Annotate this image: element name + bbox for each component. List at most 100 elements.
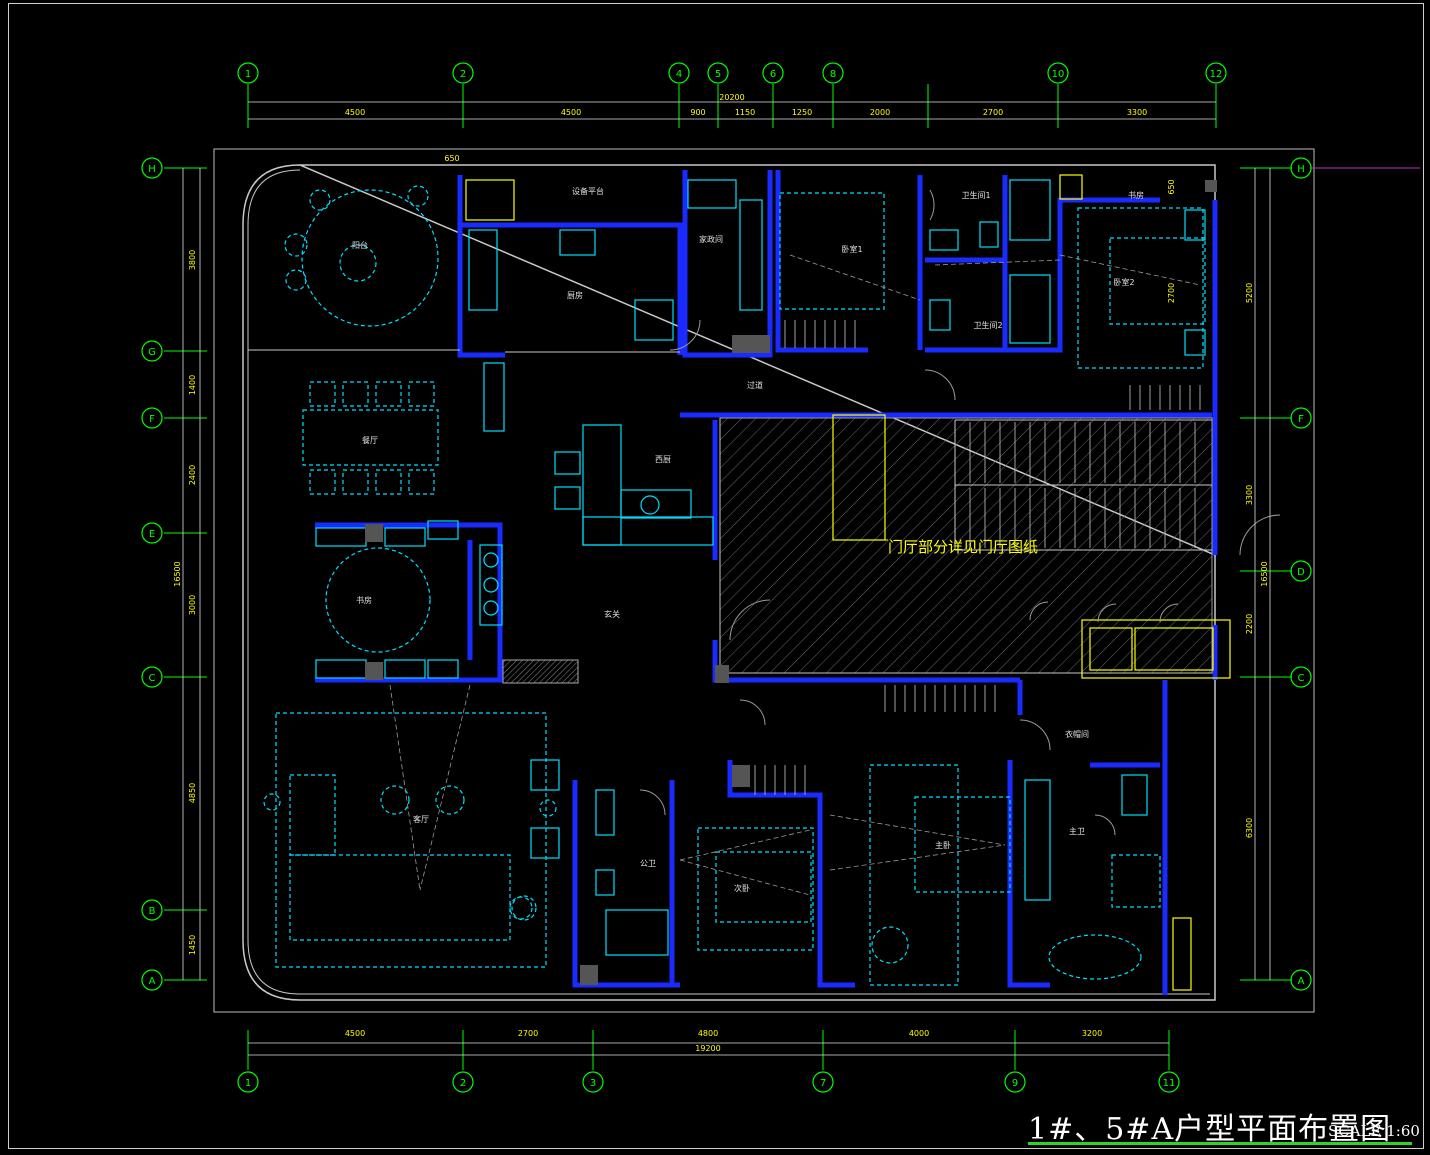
axis-bottom-3: 3 <box>590 1078 596 1089</box>
room-public-bath: 公卫 <box>640 859 656 868</box>
partitions <box>248 349 1212 674</box>
dim-650: 650 <box>444 154 459 163</box>
axis-top-5: 5 <box>715 69 721 80</box>
axis-left-c: C <box>149 673 156 684</box>
axis-bottom-7: 7 <box>820 1078 826 1089</box>
dim-left-3: 3000 <box>188 595 197 615</box>
room-labels: 阳台 设备平台 厨房 家政间 卧室1 卫生间1 卫生间2 书房 卧室2 过道 餐… <box>352 186 1144 893</box>
dim-top-0: 4500 <box>345 108 365 117</box>
dim-top-total: 20200 <box>719 93 744 102</box>
room-study: 书房 <box>1128 190 1144 200</box>
dim-right-0: 5200 <box>1245 283 1254 303</box>
dim-bottom-3: 4000 <box>909 1029 929 1038</box>
dimension-texts: 20200 4500 4500 900 1150 1250 2000 2700 … <box>345 93 1147 1053</box>
axis-right-h: H <box>1297 164 1305 175</box>
walls <box>315 170 1218 995</box>
axis-right-d: D <box>1297 567 1305 578</box>
exterior-wall-inner <box>247 169 1210 995</box>
dimension-texts-vertical: 3800 1400 2400 3000 4850 1450 16500 5200… <box>173 179 1269 955</box>
room-laundry: 家政间 <box>699 234 723 244</box>
axis-right-a: A <box>1298 976 1305 987</box>
dim-right-total: 16500 <box>1260 561 1269 586</box>
dim-left-4: 4850 <box>188 783 197 803</box>
dim-top-4: 1250 <box>792 108 812 117</box>
room-corridor: 过道 <box>747 380 763 390</box>
dim-bottom-1: 2700 <box>518 1029 538 1038</box>
room-second-bed: 次卧 <box>734 883 750 893</box>
dim-top-6: 2700 <box>983 108 1003 117</box>
sheet-outline <box>213 148 1315 1013</box>
axis-left-g: G <box>148 347 156 358</box>
dim-left-5: 1450 <box>188 935 197 955</box>
sightlines <box>389 254 1201 896</box>
axis-bottom-2: 2 <box>460 1078 466 1089</box>
axis-left-h: H <box>148 164 156 175</box>
axis-top-2: 2 <box>460 69 466 80</box>
axis-left-f: F <box>149 414 155 425</box>
room-foyer: 玄关 <box>604 609 620 619</box>
room-bedroom1: 卧室1 <box>841 244 862 254</box>
axis-bottom-1: 1 <box>245 1078 251 1089</box>
room-bath2: 卫生间2 <box>973 320 1002 330</box>
yellow-fixtures <box>465 174 1231 991</box>
dim-right-650: 650 <box>1167 179 1176 194</box>
dim-top-2: 900 <box>690 108 705 117</box>
title-underline <box>1028 1142 1412 1145</box>
foyer-note: 门厅部分详见门厅图纸 <box>888 538 1038 556</box>
stairs <box>754 320 1201 795</box>
dim-left-total: 16500 <box>173 561 182 586</box>
dim-left-2: 2400 <box>188 465 197 485</box>
dim-top-7: 3300 <box>1127 108 1147 117</box>
axis-bubbles <box>141 62 1312 1093</box>
dim-bottom-total: 19200 <box>695 1044 720 1053</box>
room-balcony: 阳台 <box>352 240 368 250</box>
axis-right-f: F <box>1298 414 1304 425</box>
drawing-border <box>8 3 1424 1149</box>
drawing-title: 1#、5#A户型平面布置图 <box>1028 1112 1392 1147</box>
room-equipment-platform: 设备平台 <box>572 186 604 196</box>
room-bath1: 卫生间1 <box>961 190 990 200</box>
room-master-bath: 主卫 <box>1069 826 1085 836</box>
title-block: 1#、5#A户型平面布置图 SCALE 1:60 <box>1028 1104 1420 1150</box>
axis-top-6: 6 <box>770 69 776 80</box>
axis-bottom-11: 11 <box>1163 1078 1176 1089</box>
axis-top-12: 12 <box>1210 69 1223 80</box>
doors <box>639 189 1281 836</box>
axis-right-c: C <box>1298 673 1305 684</box>
room-living: 客厅 <box>413 814 429 824</box>
room-closet: 衣帽间 <box>1065 729 1089 739</box>
room-den: 书房 <box>356 595 372 605</box>
dim-right-2: 2200 <box>1245 614 1254 634</box>
dim-top-1: 4500 <box>561 108 581 117</box>
dim-bottom-2: 4800 <box>698 1029 718 1038</box>
dimension-lines <box>182 101 1271 1056</box>
dim-right-3: 6300 <box>1245 818 1254 838</box>
axis-top-4: 4 <box>676 69 682 80</box>
room-western-kitchen: 西厨 <box>655 455 671 464</box>
room-dining: 餐厅 <box>362 436 378 445</box>
drawing-scale: SCALE 1:60 <box>1328 1122 1420 1140</box>
axis-labels: 1 2 4 5 6 8 10 12 1 2 3 7 9 11 H G F E C… <box>148 69 1305 1089</box>
foyer-hatch <box>719 417 1213 674</box>
wall-hatch <box>502 659 579 684</box>
axis-top-8: 8 <box>830 69 836 80</box>
dim-right-1: 3300 <box>1245 485 1254 505</box>
dim-left-1: 1400 <box>188 375 197 395</box>
fixtures <box>315 179 1206 956</box>
dim-right-2700: 2700 <box>1167 283 1176 303</box>
columns <box>365 180 1217 985</box>
dim-bottom-4: 3200 <box>1082 1029 1102 1038</box>
axis-bottom-9: 9 <box>1012 1078 1018 1089</box>
furniture <box>263 185 1206 986</box>
axis-left-a: A <box>149 976 156 987</box>
axis-left-e: E <box>149 529 155 540</box>
room-master-bed: 主卧 <box>935 840 951 850</box>
dim-top-3: 1150 <box>735 108 755 117</box>
dim-top-5: 2000 <box>870 108 890 117</box>
axis-left-b: B <box>149 906 156 917</box>
room-kitchen: 厨房 <box>567 290 583 300</box>
room-bedroom2: 卧室2 <box>1113 277 1134 287</box>
axis-top-1: 1 <box>245 69 251 80</box>
